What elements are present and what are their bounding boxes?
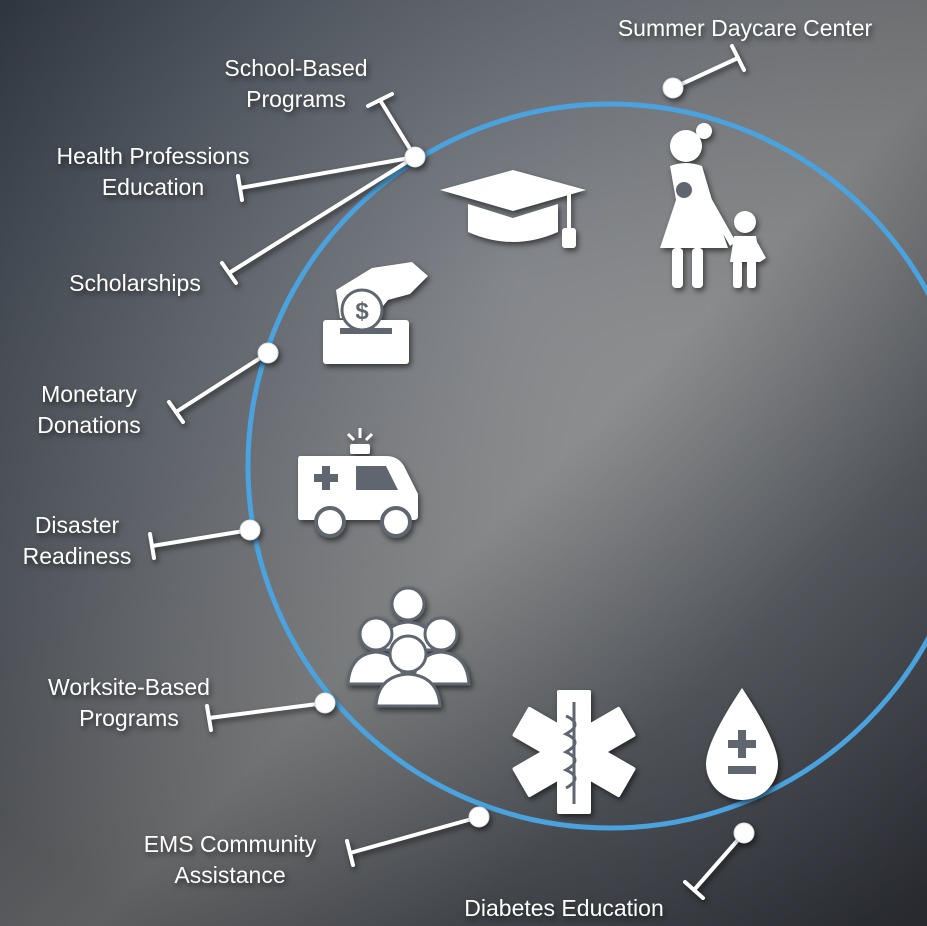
label-disaster-line1: Disaster	[35, 512, 120, 538]
label-diabetes: Diabetes Education	[464, 895, 663, 921]
label-school-based-line1: School-Based	[224, 55, 367, 81]
label-monetary-line2: Donations	[37, 412, 141, 438]
connector-summer-daycare	[671, 44, 746, 90]
label-summer-daycare: Summer Daycare Center	[618, 15, 873, 41]
node-school-health-scholarships	[404, 146, 426, 168]
node-ems	[468, 806, 490, 828]
node-disaster	[239, 519, 261, 541]
label-disaster-line2: Readiness	[23, 543, 132, 569]
node-summer-daycare	[662, 77, 684, 99]
coin-donation-icon: $	[323, 262, 428, 364]
connector-scholarships	[220, 155, 417, 285]
program-circle	[245, 101, 927, 831]
node-diabetes	[733, 822, 755, 844]
graduation-cap-icon	[440, 170, 586, 248]
connector-monetary	[167, 351, 270, 424]
group-icon	[346, 586, 471, 708]
ambulance-icon	[298, 428, 418, 538]
connector-ems	[345, 815, 481, 867]
connector-health-professions	[236, 155, 417, 202]
label-worksite-line2: Programs	[79, 705, 179, 731]
star-of-life-icon	[512, 690, 636, 814]
label-ems-line1: EMS Community	[144, 831, 317, 857]
node-monetary	[257, 342, 279, 364]
label-scholarships: Scholarships	[69, 270, 201, 296]
mother-child-icon	[660, 123, 766, 288]
label-health-professions-line2: Education	[102, 174, 204, 200]
label-school-based-line2: Programs	[246, 86, 346, 112]
svg-text:$: $	[355, 298, 369, 325]
connector-diabetes	[683, 831, 746, 900]
node-worksite	[314, 692, 336, 714]
label-monetary-line1: Monetary	[41, 381, 137, 407]
blood-drop-plus-minus-icon	[706, 688, 778, 800]
connector-worksite	[205, 701, 327, 732]
connector-school-based	[366, 92, 417, 159]
label-worksite-line1: Worksite-Based	[48, 674, 210, 700]
connector-disaster	[148, 528, 252, 560]
label-health-professions-line1: Health Professions	[56, 143, 249, 169]
label-ems-line2: Assistance	[174, 862, 285, 888]
